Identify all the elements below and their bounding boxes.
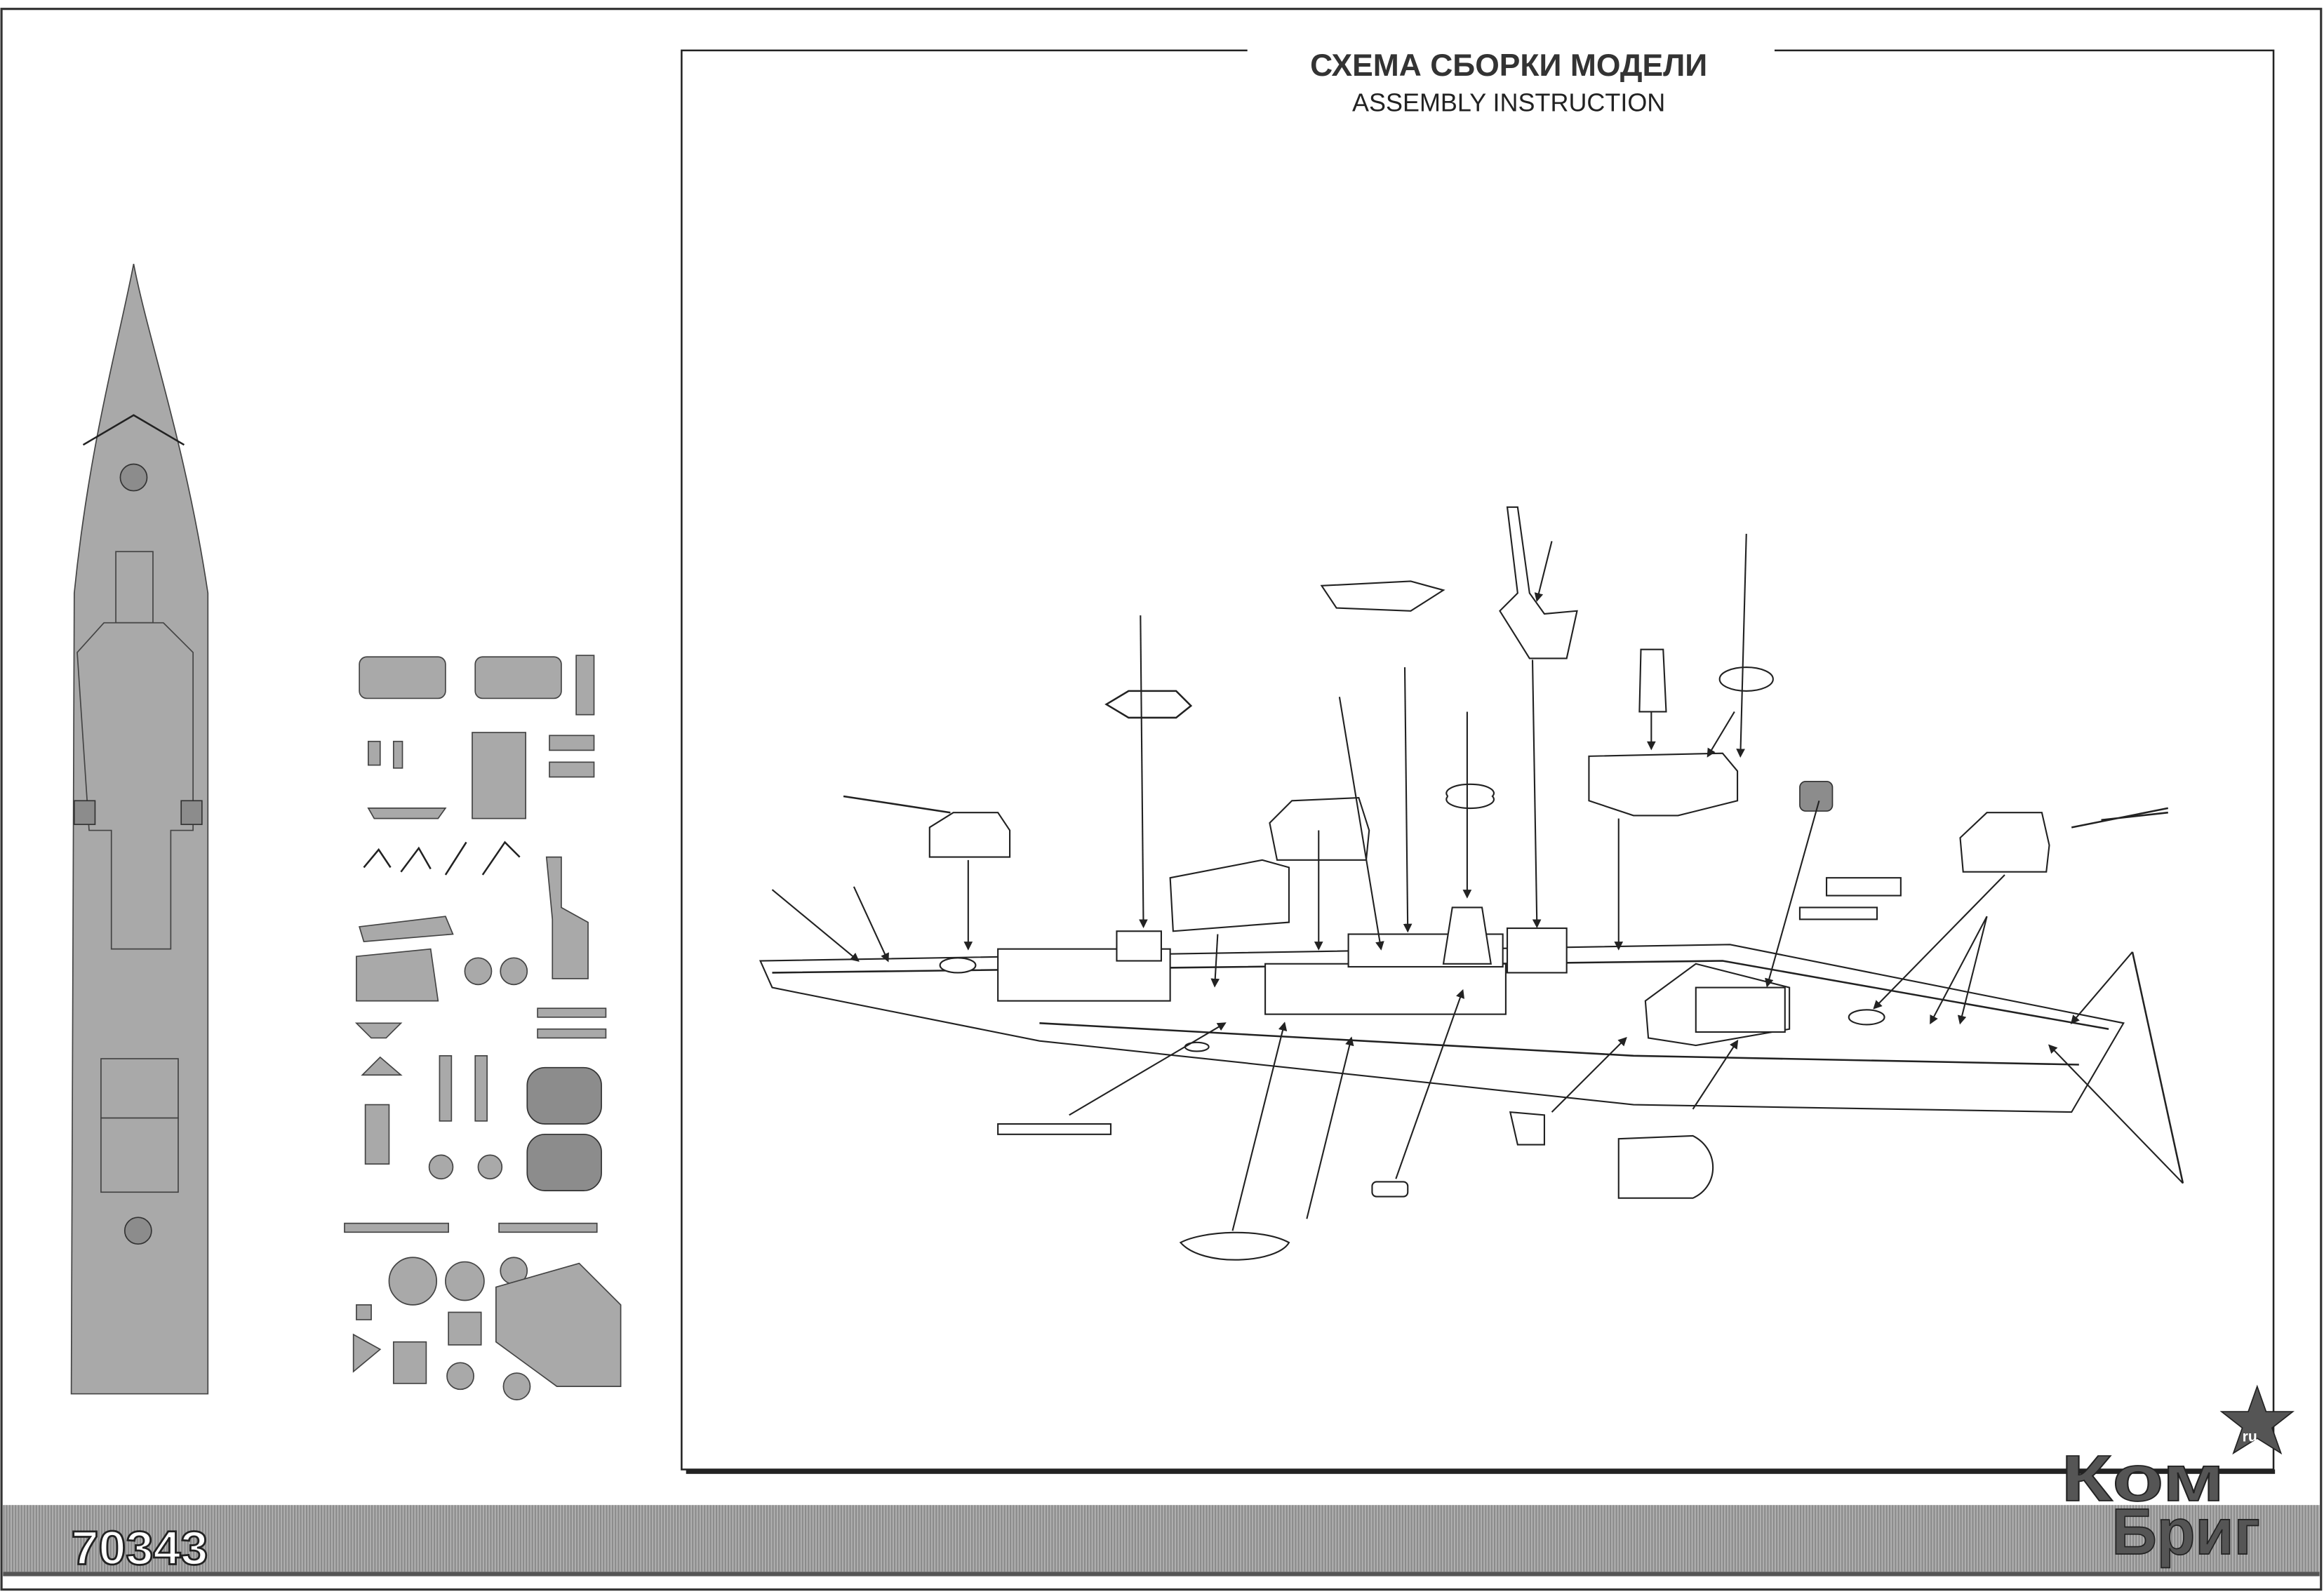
title-russian: СХЕМА СБОРКИ МОДЕЛИ xyxy=(1310,48,1707,83)
footer-band xyxy=(3,1505,2320,1572)
ship-side-view xyxy=(759,506,2184,1261)
kit-number: 70343 xyxy=(72,1522,208,1575)
footer-rule xyxy=(3,1572,2320,1576)
brand-logo-line1: Ком xyxy=(2061,1442,2224,1515)
star-icon xyxy=(2219,1384,2295,1455)
parts-layout xyxy=(344,655,622,1400)
brand-logo-line2: Бриг xyxy=(2111,1495,2260,1568)
hull-top-view xyxy=(70,264,209,1395)
brand-logo-suffix: ru xyxy=(2243,1428,2257,1445)
brand-logo: Ком Бриг ru xyxy=(2061,1384,2295,1569)
instruction-frame xyxy=(681,49,2276,1474)
page-border xyxy=(0,8,2323,1591)
title-english: ASSEMBLY INSTRUCTION xyxy=(1352,88,1665,117)
